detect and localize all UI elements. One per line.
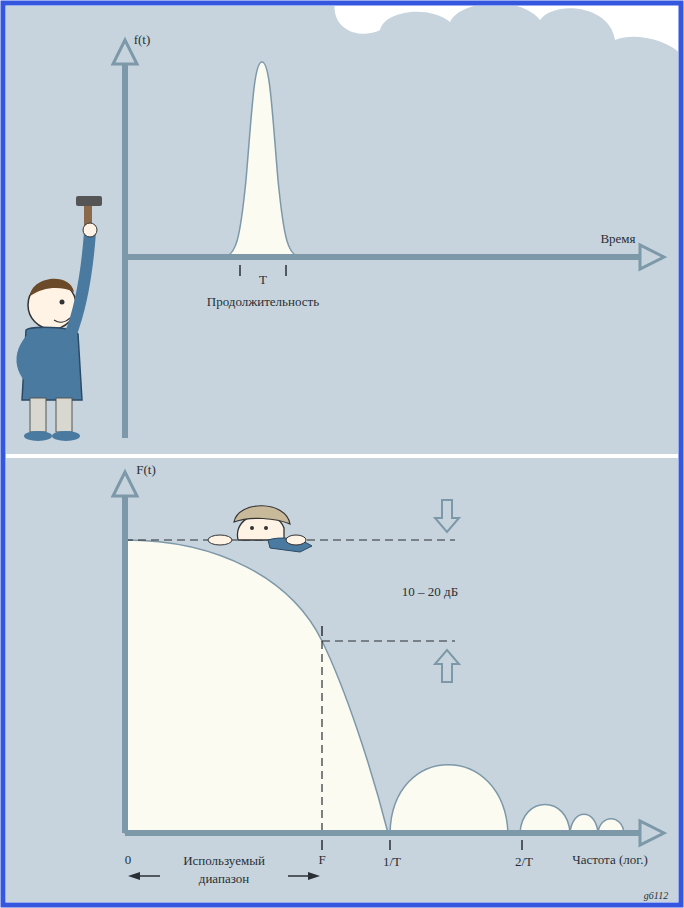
axis [122,495,128,833]
axis-label: f(t) [134,32,151,48]
arrowhead [308,872,320,880]
arrowhead [640,821,664,845]
spectrum-main-lobe [125,540,388,833]
pulse [222,62,302,257]
level-arrow [435,650,459,682]
axis-label: Время [600,231,635,247]
tick [321,840,323,850]
tick-label: F [318,852,325,868]
arrowhead [640,245,664,269]
axis-label: F(t) [136,462,156,478]
spectrum-side-lobe [390,765,508,833]
frame [3,3,681,905]
level-arrow [435,500,459,532]
divider [6,454,678,458]
tick [389,840,391,850]
tick-label: 0 [125,852,132,868]
cloud-ground [6,6,678,455]
duration-symbol: T [259,272,267,288]
peeking-man [208,506,312,552]
axis [125,254,640,260]
tick-label: 2/T [515,854,533,870]
tick [285,265,287,276]
arrowhead [113,40,137,64]
level-line [322,640,455,641]
tick [321,626,323,636]
level-difference: 10 – 20 дБ [402,584,458,600]
range-label: Используемый диапазон [160,852,288,887]
tick [239,265,241,276]
axis [122,62,128,438]
cutoff-line [321,641,322,830]
man-with-hammer [22,196,102,441]
panel-ground [6,458,678,902]
duration-label: Продолжительность [207,294,319,310]
axis-label: Частота (лог.) [572,852,647,868]
tick [521,840,523,850]
arrowhead [128,872,140,880]
spectrum-side-lobe [520,805,570,834]
tick-label: 1/T [383,854,401,870]
axis [125,830,640,836]
arrowhead [113,472,137,496]
watermark: g6112 [644,890,668,903]
